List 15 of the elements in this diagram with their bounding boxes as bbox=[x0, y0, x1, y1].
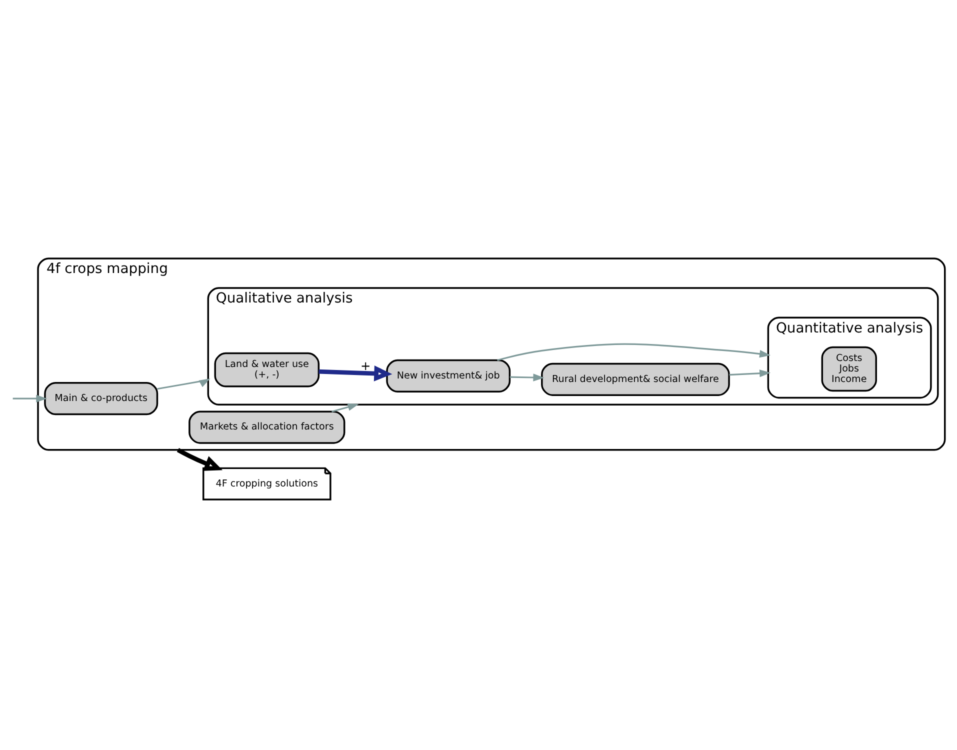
node-box: Costs Jobs Income bbox=[821, 346, 877, 392]
node-box: Rural development& social welfare bbox=[541, 362, 730, 396]
node-box: Markets & allocation factors bbox=[188, 410, 346, 444]
node-box: Land & water use (+, -) bbox=[214, 352, 320, 387]
edge-label: + bbox=[360, 358, 371, 373]
arrow bbox=[176, 448, 223, 470]
node-box: New investment& job bbox=[386, 358, 511, 392]
arrow bbox=[157, 378, 210, 390]
node-box: Main & co-products bbox=[44, 382, 158, 415]
arrow bbox=[318, 365, 392, 381]
arrow bbox=[497, 342, 771, 360]
arrow bbox=[332, 402, 359, 412]
arrow bbox=[12, 394, 48, 402]
arrow bbox=[729, 369, 771, 377]
arrow bbox=[510, 373, 544, 381]
